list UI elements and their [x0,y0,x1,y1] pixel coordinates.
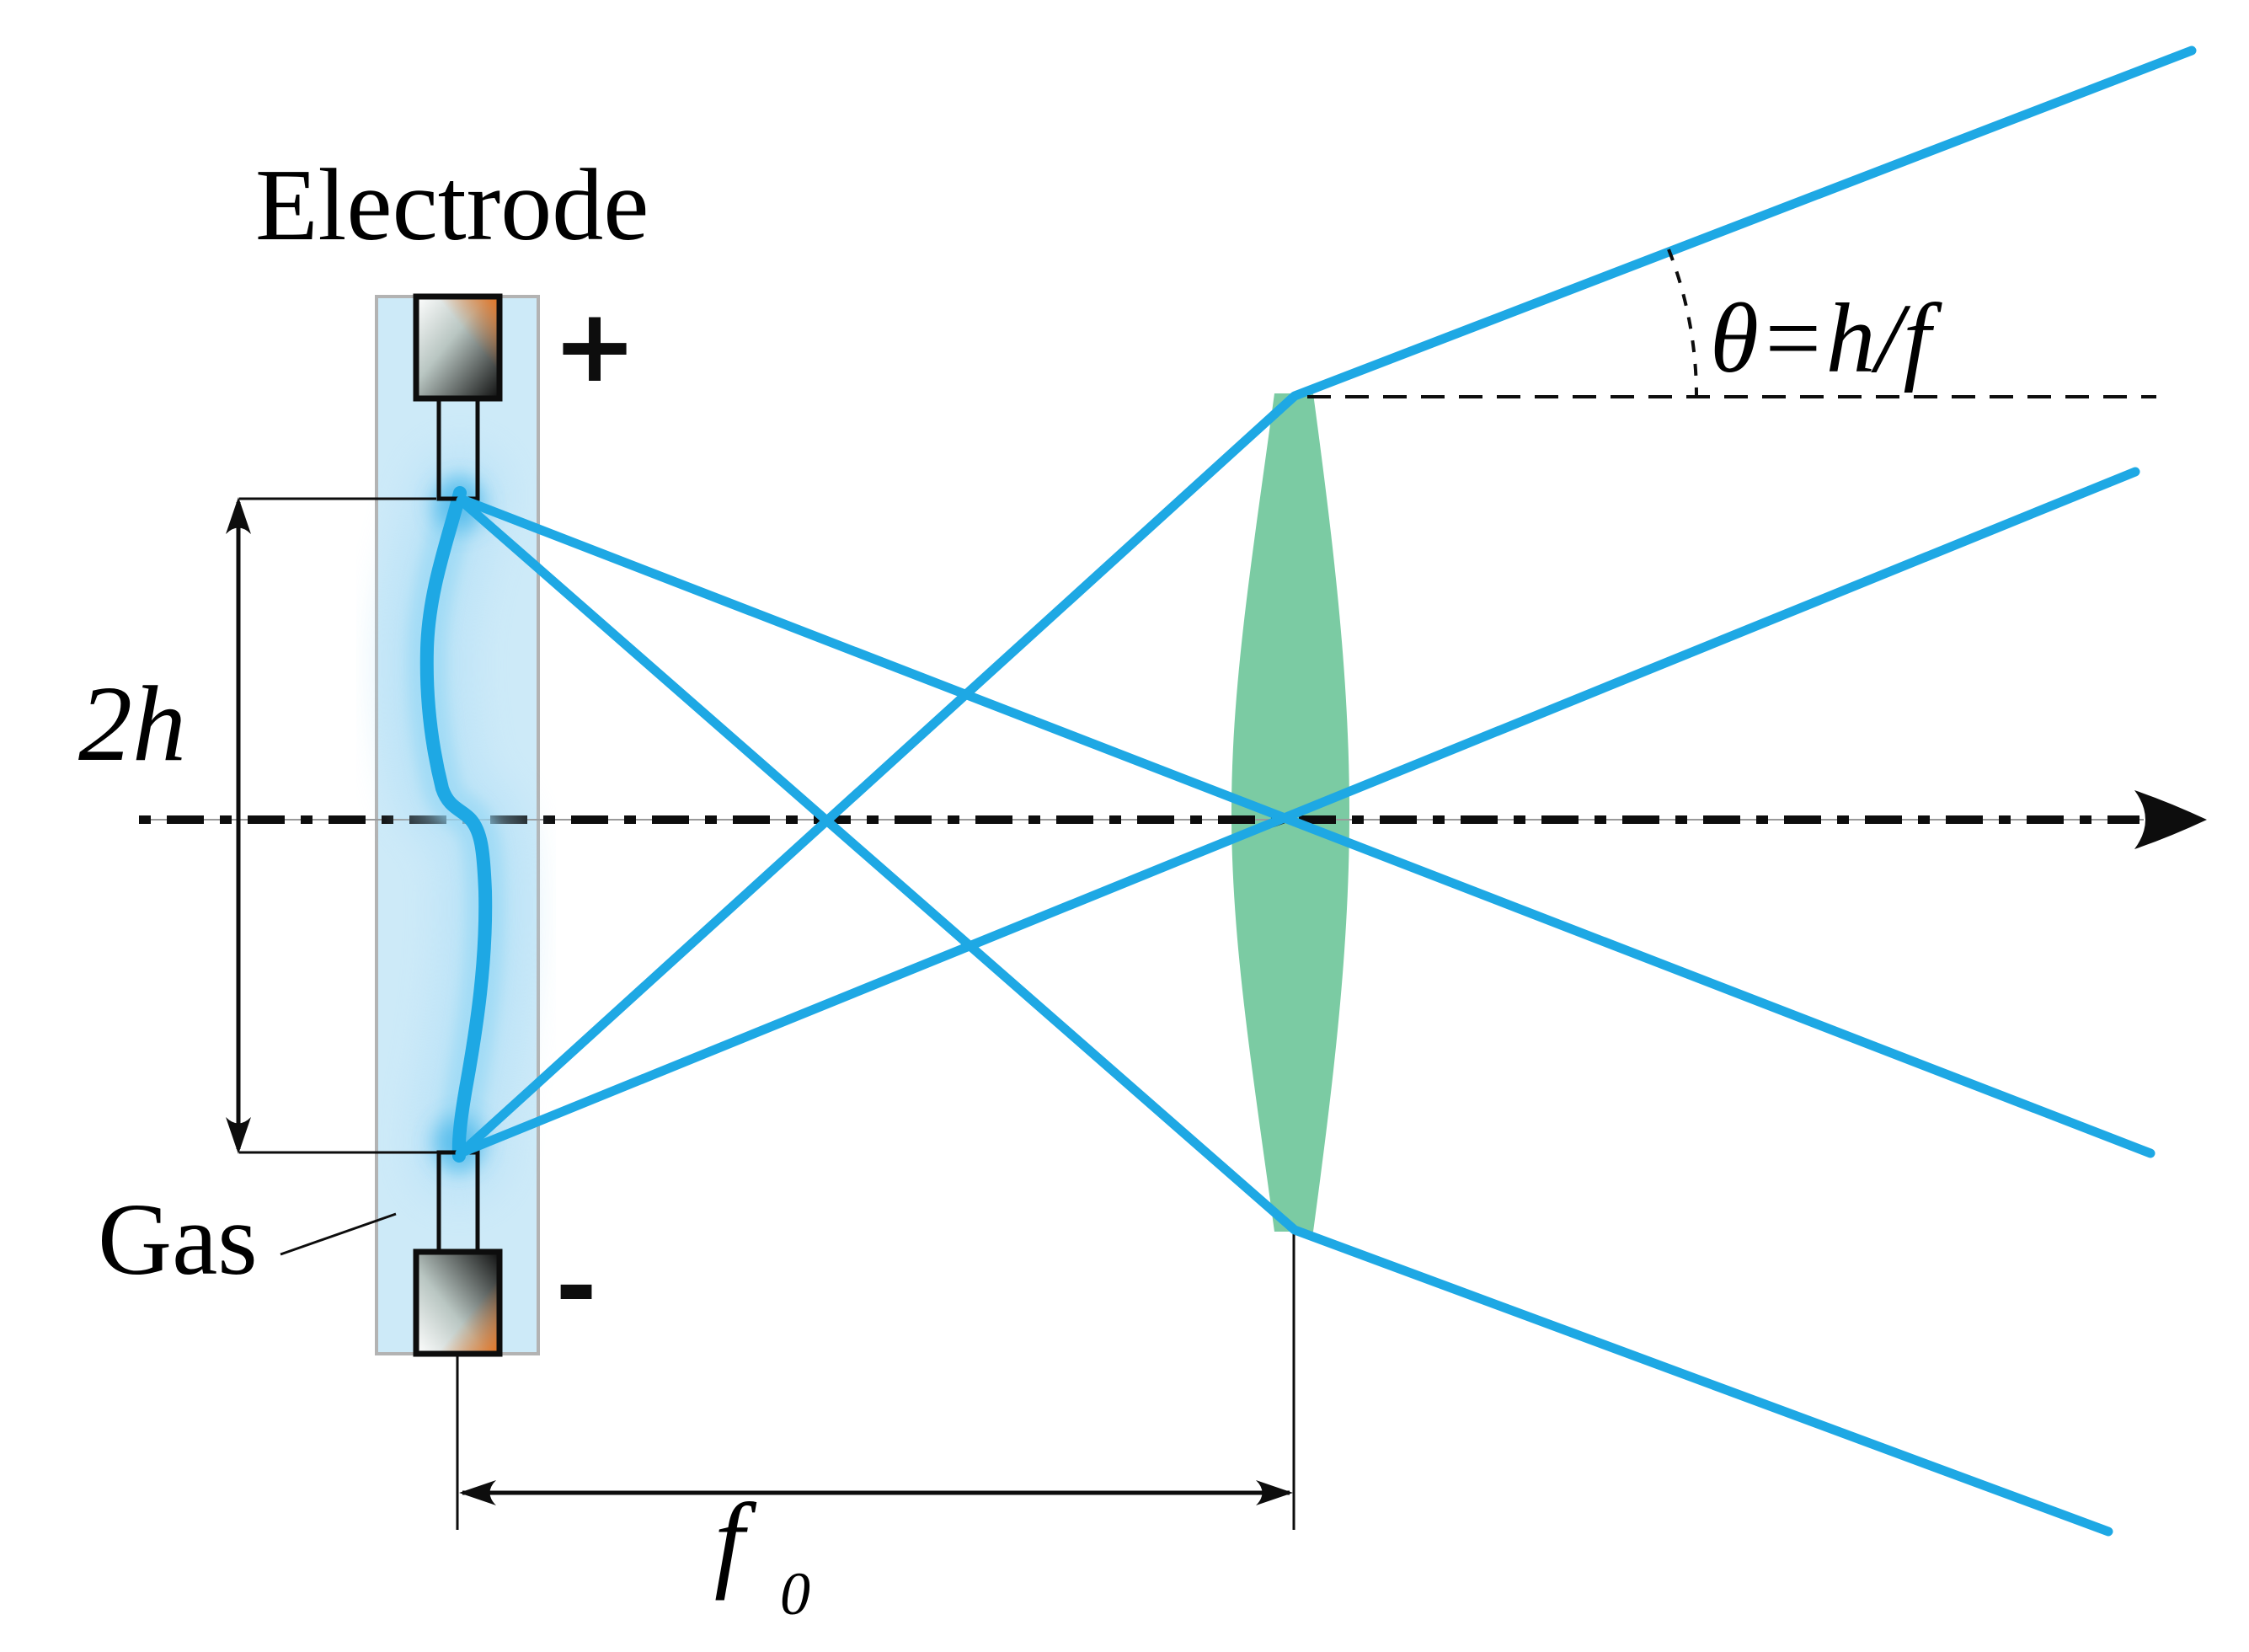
anode-block [413,293,503,402]
focal-dimension [456,1355,1293,1530]
gap-dim-down-arrowhead-icon [226,1117,251,1154]
focal-dim-right-arrowhead-icon [1256,1480,1293,1505]
focal-dim-left-arrowhead-icon [459,1480,496,1505]
focal-length-subscript: 0 [780,1560,810,1628]
axis-arrowhead-icon [2134,790,2207,849]
cathode-outline [413,1248,503,1357]
gap-dim-up-arrowhead-icon [226,497,251,534]
gas-label: Gas [98,1183,258,1296]
electrode-label: Electrode [255,148,649,262]
gap-height-label: 2h [78,664,186,783]
arc-discharge [380,446,532,1202]
ray-top-through-center [457,495,2156,1158]
light-rays [455,45,2197,1537]
anode-hot-tint [416,297,499,398]
anode-polarity-label: + [553,288,638,405]
arc-core [419,486,493,1163]
cathode-polarity-label: - [555,1228,597,1345]
anode-outline [413,293,503,402]
angle-arc [1667,249,1698,397]
ray-top-to-lens-bottom [456,495,2113,1537]
cathode-hot-tint [416,1252,499,1354]
ray-bottom-to-lens-top [457,45,2197,1157]
cathode-block [413,1248,503,1357]
angle-formula-label: θ=h/f [1710,283,1942,393]
gap-dimension [226,497,441,1154]
gas-pointer-line [280,1212,397,1256]
ray-bottom-through-center [455,467,2140,1158]
